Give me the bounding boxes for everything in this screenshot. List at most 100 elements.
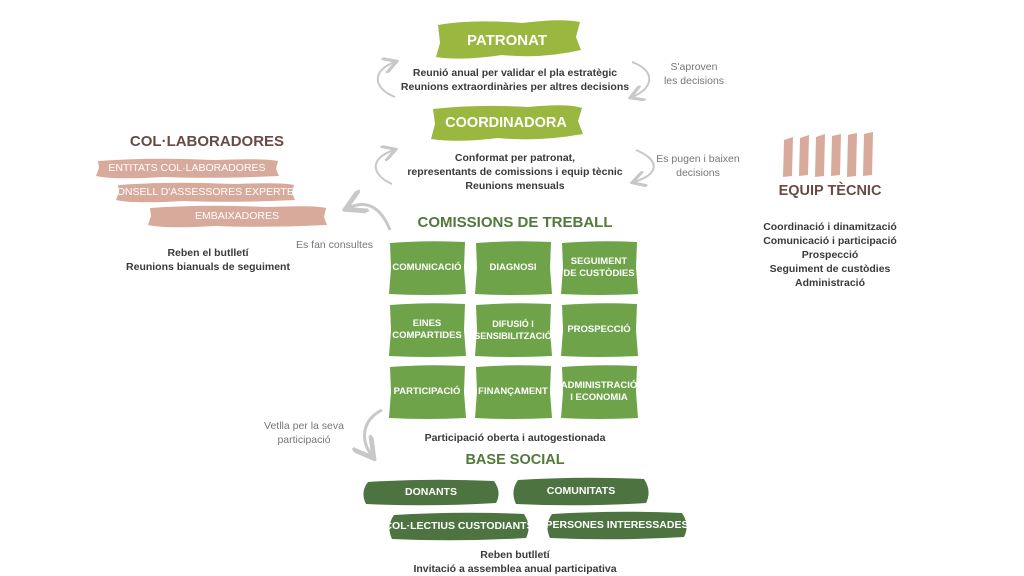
patronat-line-2: Reunions extraordinàries per altres deci…	[400, 81, 630, 93]
collaboradores-line-1: Reben el butlletí	[167, 247, 249, 259]
cell-brush	[475, 241, 552, 295]
cell-label: FINANÇAMENT	[478, 386, 548, 397]
cycle-arrow-left-mid	[374, 150, 394, 185]
consultes-note: Es fan consultes	[296, 239, 374, 251]
pill-brush	[148, 205, 327, 228]
collaboradores-item-label: EMBAIXADORES	[194, 210, 280, 222]
patronat-line-1: Reunió anual per validar el pla estratèg…	[412, 67, 618, 79]
coordinadora-line-3: Reunions mensuals	[465, 180, 565, 192]
cell-brush	[561, 241, 638, 295]
cell-label-line-2: SENSIBILITZACIÓ	[474, 331, 552, 341]
aproven-note: S'aproven les decisions	[654, 60, 734, 88]
comissio-financament: FINANÇAMENT	[473, 364, 553, 420]
cell-label-line-1: EINES	[412, 318, 442, 329]
cycle-arrow-right-top	[632, 61, 651, 97]
cell-label: PARTICIPACIÓ	[393, 386, 461, 397]
collaboradores-description: Reben el butlletí Reunions bianuals de s…	[110, 246, 306, 274]
cell-label-line-1: DIFUSIÓ I	[492, 319, 534, 329]
pill-brush	[116, 182, 295, 203]
cell-brush	[561, 303, 638, 357]
collaboradores-title: COL·LABORADORES	[129, 133, 285, 150]
equip-item: Prospecció	[801, 249, 859, 261]
comissio-difusio: DIFUSIÓ I SENSIBILITZACIÓ	[473, 302, 553, 358]
pill-brush	[96, 158, 279, 179]
comissions-caption: Participació oberta i autogestionada	[424, 432, 606, 444]
comissio-participacio: PARTICIPACIÓ	[387, 364, 467, 420]
pill-brush	[547, 511, 687, 540]
coordinadora-description: Conformat per patronat, representants de…	[380, 151, 650, 193]
cell-label-line-2: COMPARTIDES	[392, 330, 462, 341]
consultes-arrow	[348, 204, 392, 231]
coordinadora-brush	[431, 105, 583, 141]
cell-label: DIAGNOSI	[489, 262, 537, 273]
aproven-note-line-2: les decisions	[663, 75, 725, 87]
cell-brush	[561, 365, 638, 419]
base-pill-collectius: COL·LECTIUS CUSTODIANTS	[384, 511, 534, 541]
base-item-label: COL·LECTIUS CUSTODIANTS	[384, 520, 534, 532]
base-item-label: DONANTS	[405, 486, 457, 498]
comissio-prospeccio: PROSPECCIÓ	[559, 302, 639, 358]
vetlla-note-line-1: Vetlla per la seva	[264, 420, 344, 432]
base-item-label: PERSONES INTERESSADES	[545, 519, 689, 531]
patronat-brush	[436, 20, 581, 59]
comissio-comunicacio: COMUNICACIÓ	[387, 240, 467, 296]
comissions-title: COMISSIONS DE TREBALL	[417, 214, 613, 231]
base-pill-persones: PERSONES INTERESSADES	[544, 510, 690, 540]
cycle-arrow-left-top	[376, 62, 395, 98]
base-pill-comunitats: COMUNITATS	[510, 476, 652, 506]
patronat-banner: PATRONAT	[432, 17, 582, 63]
coordinadora-title: COORDINADORA	[445, 115, 567, 131]
equip-tecnic-brush-bars	[783, 132, 873, 177]
collaboradores-line-2: Reunions bianuals de seguiment	[126, 261, 290, 273]
collaboradores-item-label: ENTITATS COL·LABORADORES	[108, 162, 266, 174]
vetlla-note: Vetlla per la seva participació	[258, 419, 350, 447]
base-item-label: COMUNITATS	[546, 485, 616, 497]
base-line-1: Reben butlletí	[480, 549, 550, 561]
pill-brush	[363, 479, 499, 506]
collaboradores-pill-consell: CONSELL D'ASSESSORES EXPERTES	[109, 181, 301, 203]
equip-item: Coordinació i dinamització	[763, 221, 897, 233]
pill-brush	[389, 512, 529, 541]
base-social-description: Reben butlletí Invitació a assemblea anu…	[380, 548, 650, 576]
equip-item: Seguiment de custòdies	[769, 263, 891, 275]
cell-brush	[475, 303, 552, 357]
cell-label-line-1: ADMINISTRACIÓ	[560, 380, 638, 391]
vetlla-note-line-2: participació	[277, 434, 331, 446]
pugen-note: Es pugen i baixen decisions	[648, 152, 748, 180]
vetlla-arrow	[365, 408, 383, 456]
pill-brush	[513, 477, 649, 506]
base-line-2: Invitació a assemblea anual participativ…	[413, 563, 617, 575]
cell-label: PROSPECCIÓ	[567, 324, 631, 335]
equip-item: Administració	[794, 277, 865, 289]
cell-brush	[389, 241, 466, 295]
collaboradores-pill-entitats: ENTITATS COL·LABORADORES	[94, 157, 280, 179]
cell-brush	[389, 365, 466, 419]
patronat-title: PATRONAT	[467, 31, 547, 49]
cycle-arrow-right-mid	[634, 149, 655, 182]
equip-tecnic-title: EQUIP TÈCNIC	[778, 183, 882, 199]
aproven-note-line-1: S'aproven	[670, 61, 718, 73]
coordinadora-line-1: Conformat per patronat,	[454, 152, 576, 164]
coordinadora-banner: COORDINADORA	[428, 102, 584, 144]
cell-label: COMUNICACIÓ	[392, 262, 462, 273]
cell-brush	[475, 365, 552, 419]
equip-item: Comunicació i participació	[763, 235, 897, 247]
pugen-note-line-1: Es pugen i baixen	[656, 153, 740, 165]
base-social-title: BASE SOCIAL	[465, 452, 565, 468]
cell-label-line-2: DE CUSTÒDIES	[563, 268, 635, 279]
base-pill-donants: DONANTS	[360, 478, 502, 506]
collaboradores-pill-embaixadores: EMBAIXADORES	[146, 204, 328, 228]
cell-label-line-1: SEGUIMENT	[570, 256, 628, 267]
cell-label-line-2: I ECONOMIA	[570, 392, 628, 403]
comissio-diagnosi: DIAGNOSI	[473, 240, 553, 296]
patronat-description: Reunió anual per validar el pla estratèg…	[380, 66, 650, 94]
collaboradores-item-label: CONSELL D'ASSESSORES EXPERTES	[109, 186, 301, 198]
